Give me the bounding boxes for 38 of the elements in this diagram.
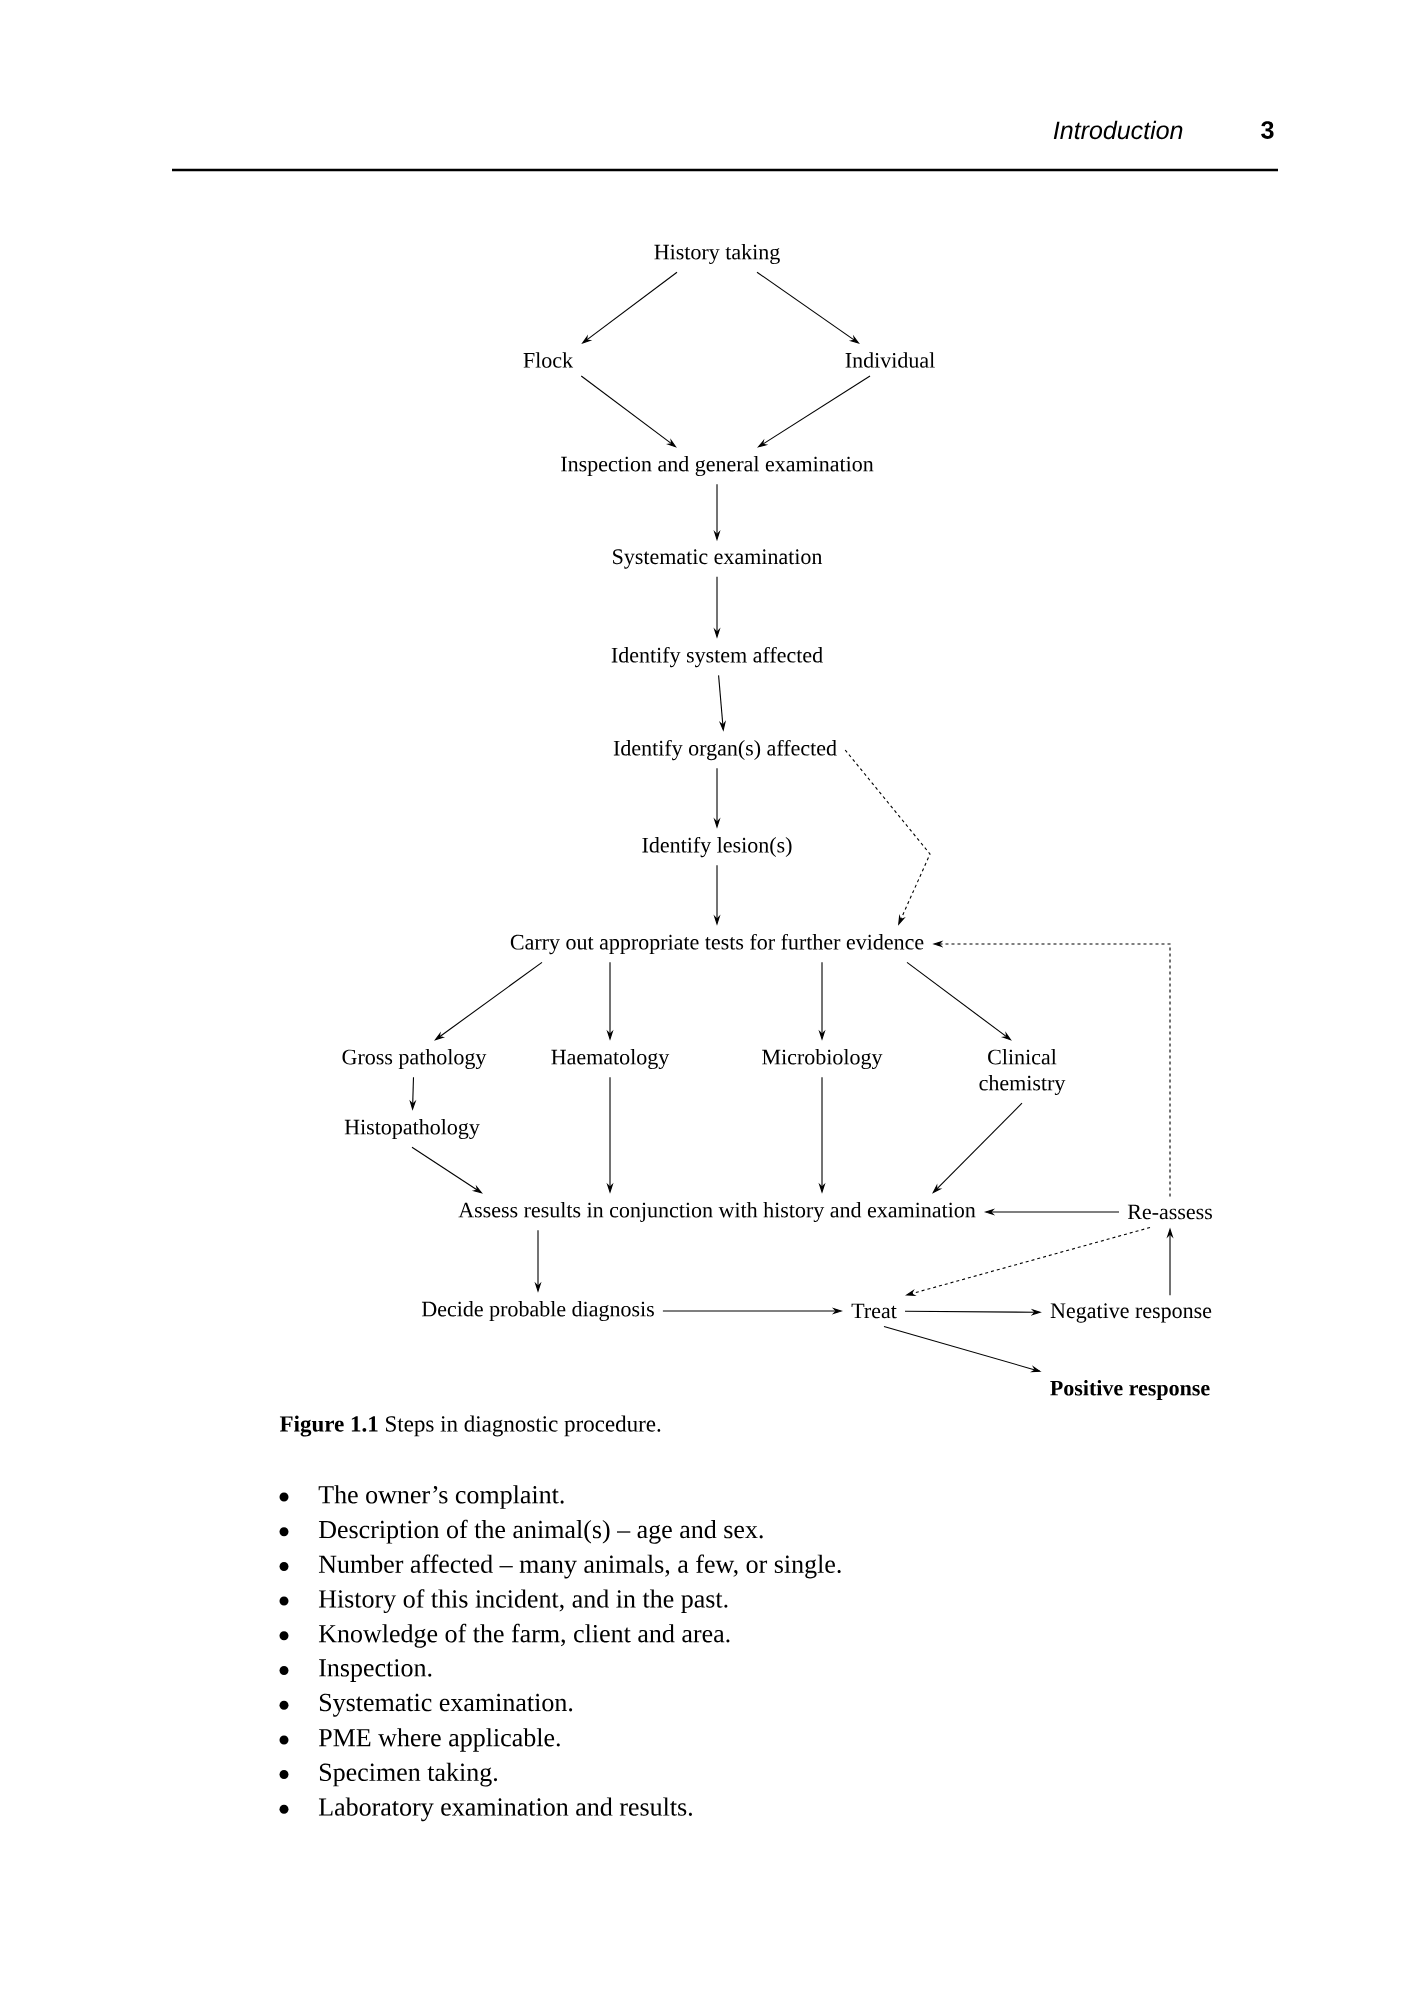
step-label: Assess results in conjunction with history and examination — [458, 1202, 976, 1222]
list-item: PME where applicable. — [318, 1728, 560, 1752]
arrow — [411, 1146, 483, 1194]
list-item: Specimen taking. — [319, 1762, 498, 1787]
step-label: Treat — [851, 1303, 897, 1319]
figure-caption: Figure 1.1 Steps in diagnostic procedure. — [279, 1415, 661, 1437]
list-item: Number affected – many animals, a few, or single. — [318, 1554, 841, 1579]
step-label: Individual — [845, 352, 935, 368]
step-label: Decide probable diagnosis — [421, 1301, 654, 1322]
step-label: Identify lesion(s) — [642, 836, 792, 858]
step-label: Inspection and general examination — [561, 456, 874, 476]
step-label: Positive response — [1050, 1380, 1210, 1400]
list-item: History of this incident, and in the past. — [318, 1589, 728, 1614]
list-item: Description of the animal(s) – age and sex. — [318, 1519, 763, 1544]
step-label: Identify system affected — [611, 646, 823, 668]
list-item: The owner’s complaint. — [318, 1485, 564, 1509]
arrow — [932, 1102, 1023, 1194]
arrow — [434, 961, 543, 1041]
step-label: Carry out appropriate tests for further evidence — [510, 933, 924, 955]
step-label: Histopathology — [344, 1119, 480, 1139]
step-label: History taking — [654, 244, 780, 264]
step-label: Clinical chemistry — [979, 1049, 1066, 1095]
arrow — [580, 375, 677, 448]
step-label: Re-assess — [1127, 1204, 1212, 1220]
step-label: Identify organ(s) affected — [613, 739, 837, 761]
step-label: Microbiology — [762, 1049, 883, 1069]
step-label: Systematic examination — [613, 549, 823, 569]
arrow — [906, 961, 1012, 1041]
step-label: Gross pathology — [342, 1049, 487, 1069]
list-item: Knowledge of the farm, client and area. — [318, 1623, 730, 1648]
step-label: Haematology — [551, 1049, 670, 1069]
list-item: Systematic examination. — [319, 1693, 573, 1717]
step-label: Negative response — [1050, 1303, 1212, 1323]
list-item: Inspection. — [319, 1659, 432, 1682]
step-label: Flock — [523, 352, 574, 368]
running-header: Introduction — [1053, 120, 1183, 140]
page-number: 3 — [1261, 121, 1274, 139]
list-item: Laboratory examination and results. — [318, 1797, 692, 1822]
